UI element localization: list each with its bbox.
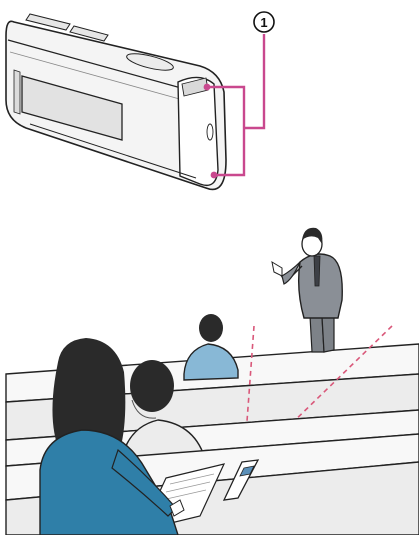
lecturer-figure (272, 228, 342, 352)
student-back (184, 314, 238, 380)
callout-number: 1 (260, 15, 267, 30)
recorder-closeup (6, 14, 226, 189)
